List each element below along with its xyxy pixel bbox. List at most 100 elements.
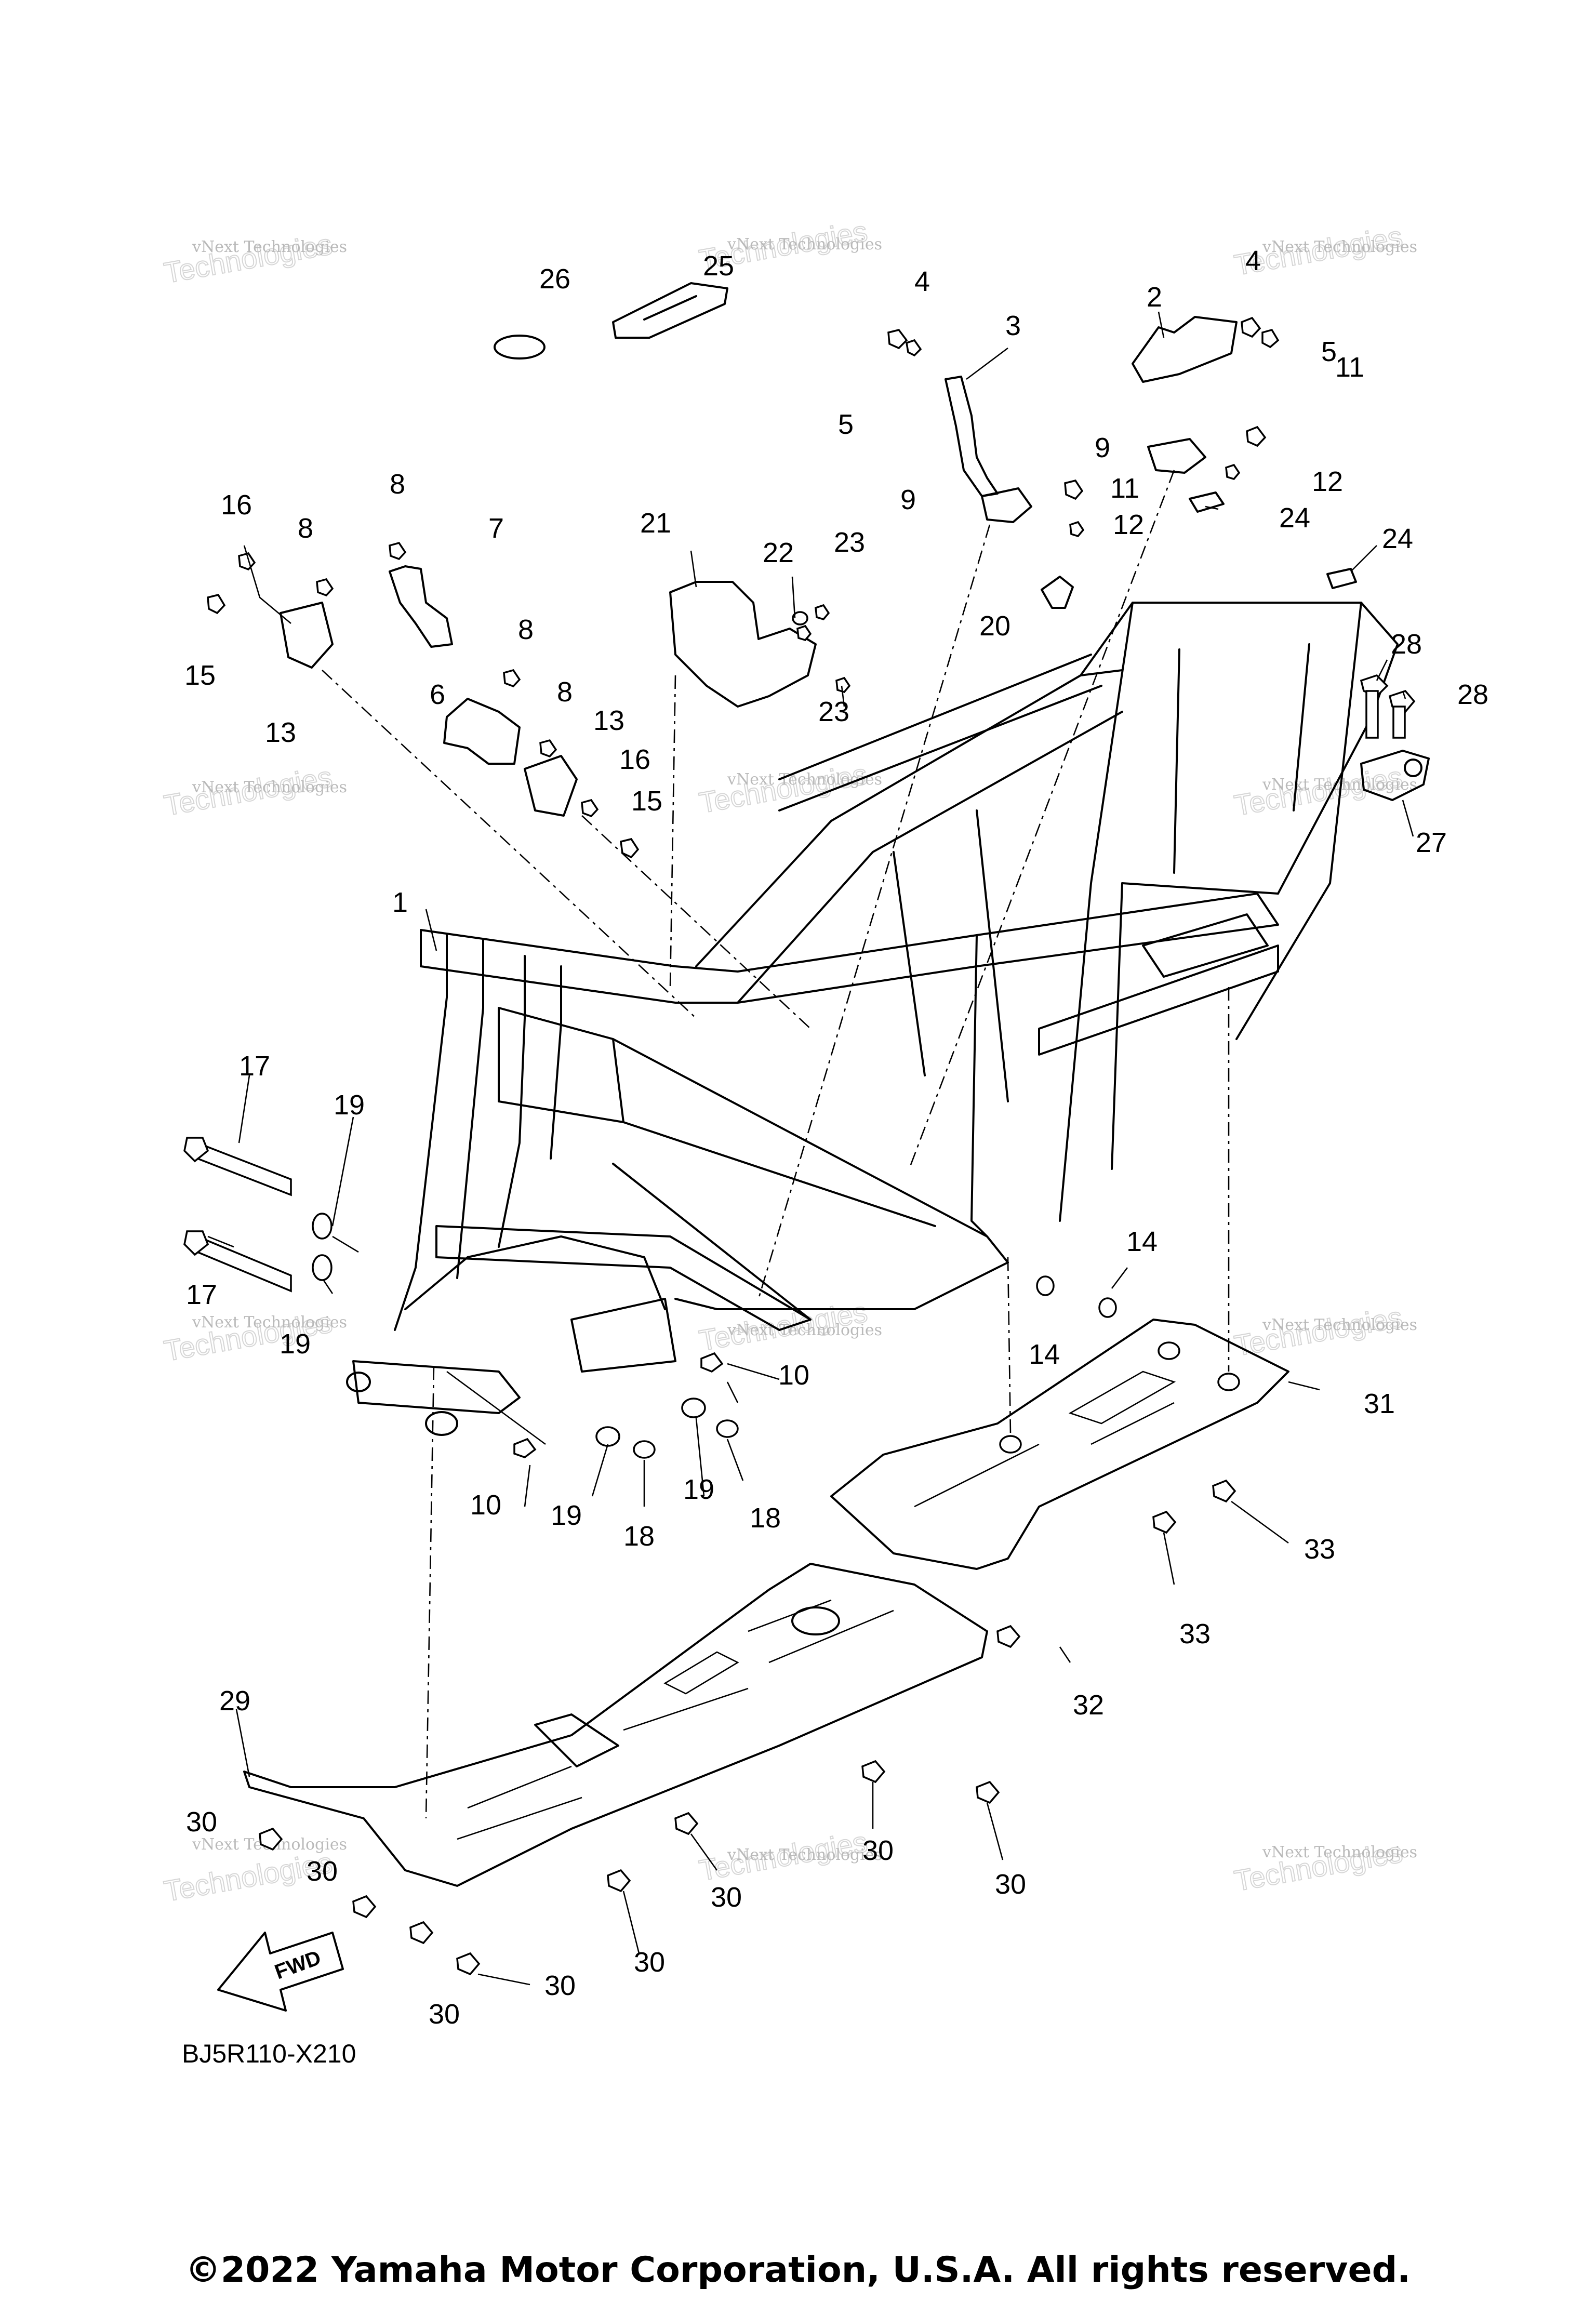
bolt-part: [503, 669, 521, 688]
flange-bolt-part: [674, 1812, 699, 1835]
watermark: vNext Technologies: [1262, 1843, 1417, 1861]
bolt-part: [196, 1141, 292, 1196]
bracket-hole: [1404, 759, 1422, 777]
bolt-part: [316, 578, 334, 597]
flange-bolt-part: [861, 1760, 886, 1784]
flange-bolt-part: [409, 1921, 434, 1945]
callout-26: 26: [539, 263, 570, 295]
callout-11: 11: [1110, 473, 1139, 504]
callout-20: 20: [979, 610, 1010, 642]
bolt-part: [887, 329, 908, 350]
o-ring-part: [494, 335, 546, 360]
bushing-part: [999, 1435, 1022, 1454]
callout-33: 33: [1179, 1618, 1211, 1649]
washer-part: [312, 1213, 332, 1240]
bolt-part: [1225, 463, 1241, 481]
bushing-part: [1217, 1373, 1240, 1391]
flange-bolt-part: [352, 1895, 377, 1919]
callout-30: 30: [862, 1835, 894, 1866]
bolt-part: [207, 593, 226, 615]
flange-bolt-part: [1152, 1510, 1177, 1534]
callout-30: 30: [711, 1882, 742, 1913]
watermark: vNext Technologies: [727, 1846, 882, 1864]
callout-14: 14: [1126, 1226, 1158, 1257]
flange-bolt-part: [1212, 1479, 1236, 1503]
callout-30: 30: [307, 1856, 338, 1887]
engine-mount-part: [1147, 438, 1206, 474]
callout-9: 9: [1095, 432, 1110, 463]
cover-plate-part: [612, 282, 728, 339]
flange-bolt-part: [456, 1952, 481, 1976]
watermark: Technologies: [162, 228, 335, 289]
callout-23: 23: [818, 696, 849, 727]
bushing-part: [1098, 1297, 1117, 1318]
engine-mount-part: [524, 755, 578, 817]
bushing-part: [1036, 1275, 1055, 1296]
callout-17: 17: [239, 1050, 270, 1082]
bracket-part-27: [1360, 750, 1430, 801]
callout-6: 6: [430, 679, 445, 710]
callout-8: 8: [390, 469, 405, 500]
callout-30: 30: [634, 1947, 665, 1978]
watermark: vNext Technologies: [192, 1313, 347, 1332]
flange-bolt-part: [607, 1869, 631, 1893]
watermark: vNext Technologies: [727, 235, 882, 254]
bolt-part: [539, 739, 557, 758]
copyright-footer: ©2022 Yamaha Motor Corporation, U.S.A. A…: [185, 2250, 1411, 2291]
reference-code: BJ5R110-X210: [182, 2039, 356, 2068]
bolt-head: [183, 1230, 209, 1256]
callout-18: 18: [750, 1502, 781, 1534]
callout-28: 28: [1391, 629, 1422, 660]
callout-12: 12: [1113, 509, 1144, 540]
callout-4: 4: [914, 266, 930, 297]
bolt-part: [1064, 479, 1084, 500]
callout-7: 7: [488, 513, 504, 544]
callout-18: 18: [623, 1521, 655, 1552]
nut-part: [700, 1352, 724, 1373]
callout-13: 13: [593, 705, 624, 736]
washer-part: [595, 1426, 620, 1447]
bolt-part: [1261, 328, 1280, 349]
callout-33: 33: [1304, 1534, 1335, 1565]
bolt-part: [581, 799, 599, 818]
bolt-part: [906, 339, 922, 357]
bolt-part: [1246, 425, 1267, 447]
bolt-part: [1241, 316, 1261, 338]
collar-part: [716, 1419, 739, 1438]
callout-9: 9: [900, 484, 916, 515]
skid-plate-detail: [914, 1371, 1176, 1508]
skid-plate-part-31: [830, 1319, 1289, 1570]
callout-13: 13: [265, 717, 296, 748]
bolt-part: [796, 624, 812, 642]
flange-bolt-part: [976, 1780, 1000, 1804]
nut-part: [513, 1438, 537, 1458]
drain-hole: [791, 1606, 840, 1635]
bushing-part: [1158, 1341, 1180, 1360]
callout-21: 21: [640, 508, 671, 539]
callout-10: 10: [470, 1489, 501, 1521]
watermark: vNext Technologies: [1262, 238, 1417, 256]
bracket-part-7: [389, 565, 453, 648]
callout-1: 1: [392, 887, 408, 918]
callout-30: 30: [186, 1806, 217, 1838]
callout-28: 28: [1457, 679, 1488, 710]
callout-23: 23: [834, 527, 865, 558]
watermark: vNext Technologies: [192, 238, 347, 256]
callout-19: 19: [683, 1474, 714, 1505]
bolt-part: [835, 676, 851, 694]
callout-19: 19: [551, 1500, 582, 1531]
main-frame-part: [346, 602, 1399, 1436]
callout-14: 14: [1029, 1339, 1060, 1370]
watermark: vNext Technologies: [727, 1321, 882, 1339]
watermark: vNext Technologies: [1262, 1316, 1417, 1334]
callout-16: 16: [221, 489, 252, 521]
bolt-head: [183, 1137, 209, 1163]
callout-30: 30: [544, 1970, 576, 2001]
flange-bolt-part: [996, 1625, 1021, 1648]
callout-10: 10: [778, 1360, 809, 1391]
callout-25: 25: [703, 250, 734, 282]
callout-17: 17: [186, 1279, 217, 1310]
callout-30: 30: [429, 1999, 460, 2030]
callout-8: 8: [557, 676, 573, 708]
